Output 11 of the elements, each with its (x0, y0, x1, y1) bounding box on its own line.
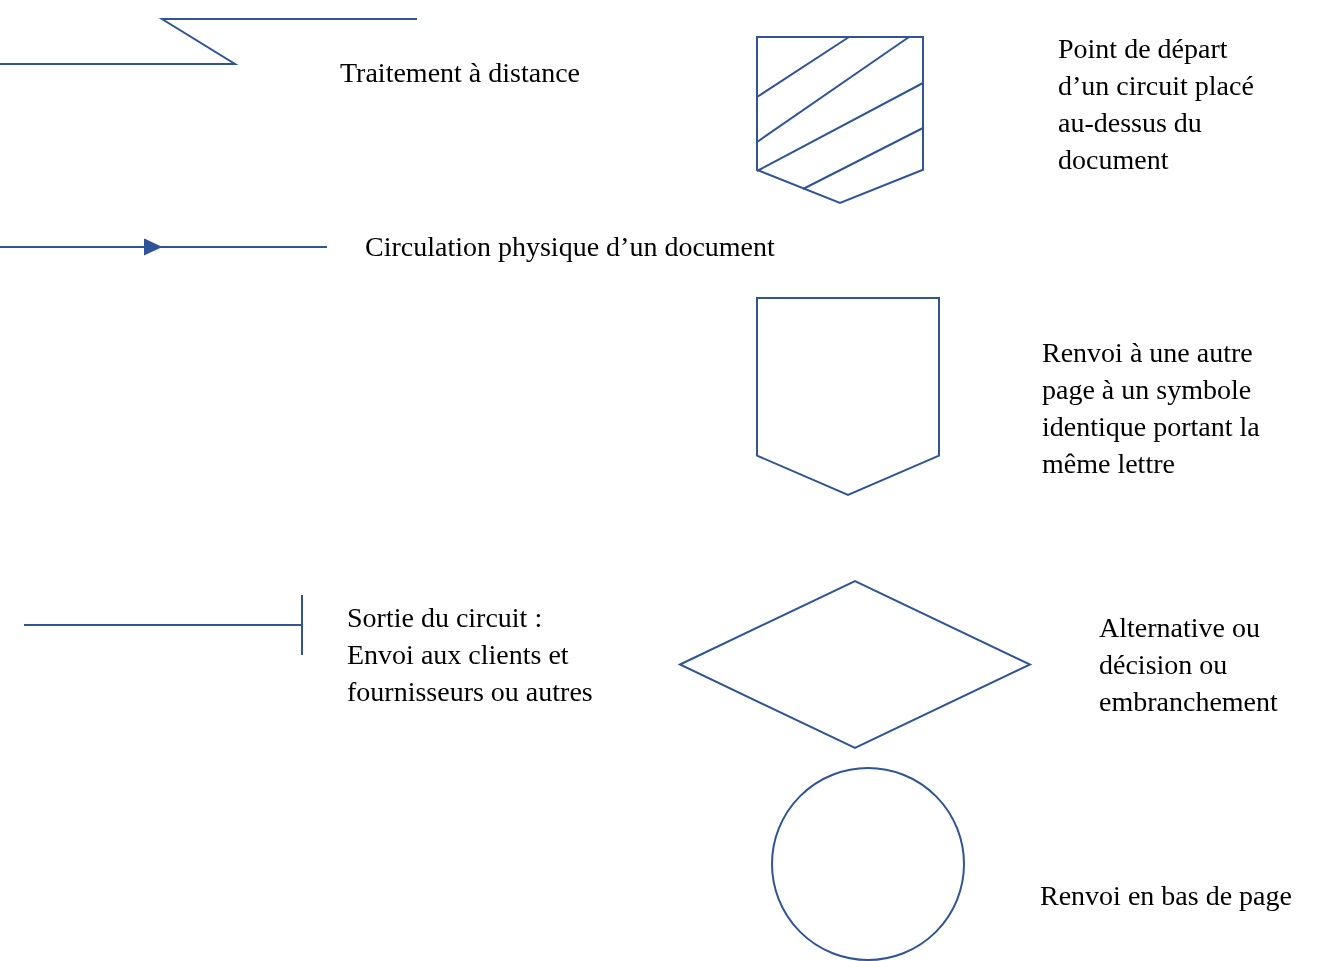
decision-diamond (677, 579, 1033, 750)
off-page-connector-symbol (756, 297, 940, 497)
symbol-description: Circulation physique d’un document (365, 230, 775, 264)
symbol-description: Renvoi à une autre page à un symbole identique portant la même lettre (1042, 336, 1261, 481)
symbol-description: Alternative ou décision ou embranchement (1099, 611, 1279, 719)
symbol-description: Traitement à distance (340, 56, 580, 90)
symbol-description: Sortie du circuit : Envoi aux clients et fournisseurs ou autres (347, 601, 594, 709)
on-page-connector-circle (771, 767, 965, 961)
symbol-description: Renvoi en bas de page (1040, 879, 1292, 913)
symbol-description: Point de départ d’un circuit placé au-dessus du document (1058, 32, 1255, 177)
circuit-start-symbol (756, 36, 924, 205)
